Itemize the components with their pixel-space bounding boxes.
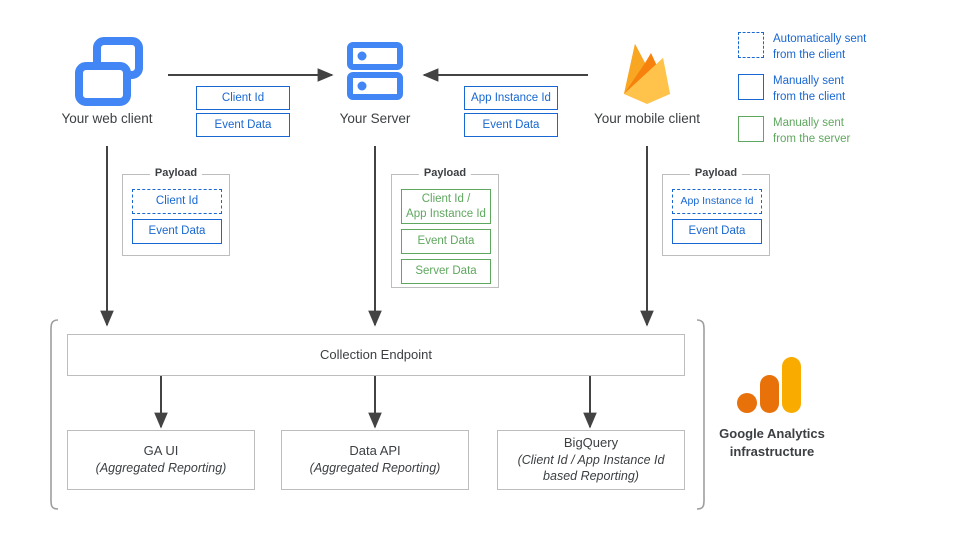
payload-title-web: Payload (149, 167, 203, 179)
payload-item-event-data-mobile: Event Data (672, 219, 762, 244)
payload-item-server-data: Server Data (401, 259, 491, 284)
collection-endpoint-box[interactable]: Collection Endpoint (67, 334, 685, 376)
bigquery-title: BigQuery (563, 435, 619, 451)
legend-item-manual-server: Manually sent from the server (738, 116, 938, 147)
mobile-client-label: Your mobile client (593, 111, 701, 126)
payload-item-event-data-web: Event Data (132, 219, 222, 244)
payload-item-client-or-app-id: Client Id / App Instance Id (401, 189, 491, 224)
payload-title-server: Payload (418, 167, 472, 179)
legend-swatch-dashed-blue (738, 32, 764, 58)
infrastructure-caption-line2: infrastructure (729, 443, 815, 459)
infrastructure-caption-line1: Google Analytics (719, 426, 825, 441)
firebase-icon (613, 36, 681, 108)
chip-event-data-web: Event Data (196, 113, 290, 137)
chip-app-instance-id: App Instance Id (464, 86, 558, 110)
legend-line1-manual-client: Manually sent (773, 75, 844, 88)
legend-text-automatic-client: Automatically sent from the client (773, 32, 866, 63)
output-box-data-api[interactable]: Data API (Aggregated Reporting) (281, 430, 469, 490)
ga-ui-title: GA UI (143, 443, 179, 459)
legend-line2-manual-client: from the client (773, 90, 846, 103)
infrastructure-caption: Google Analytics infrastructure (692, 425, 852, 460)
output-box-ga-ui[interactable]: GA UI (Aggregated Reporting) (67, 430, 255, 490)
data-api-title: Data API (349, 443, 401, 459)
legend-line1-automatic: Automatically sent (773, 33, 867, 45)
collection-endpoint-label: Collection Endpoint (319, 346, 433, 362)
web-client-icon (72, 36, 144, 108)
infrastructure-bracket-right (696, 319, 705, 510)
legend-text-manual-server: Manually sent from the server (773, 116, 850, 147)
output-box-bigquery[interactable]: BigQuery (Client Id / App Instance Id ba… (497, 430, 685, 490)
legend-line2-manual-server: from the server (773, 132, 851, 145)
google-analytics-icon (737, 355, 805, 417)
payload-item-app-instance-id: App Instance Id (672, 189, 762, 214)
ga-ui-subtitle: (Aggregated Reporting) (95, 461, 227, 476)
payload-title-mobile: Payload (689, 167, 743, 179)
bigquery-subtitle: (Client Id / App Instance Id based Repor… (517, 453, 665, 484)
legend: Automatically sent from the client Manua… (738, 32, 938, 147)
infrastructure-bracket-left (50, 319, 59, 510)
mobile-client-payload: Payload App Instance Id Event Data (662, 167, 770, 256)
chip-event-data-mobile: Event Data (464, 113, 558, 137)
server-label: Your Server (339, 111, 411, 126)
server-payload: Payload Client Id / App Instance Id Even… (391, 167, 499, 288)
server-icon (347, 42, 403, 102)
legend-item-automatic-client: Automatically sent from the client (738, 32, 938, 63)
legend-line2-automatic: from the client (773, 48, 846, 61)
web-client-label: Your web client (61, 111, 153, 126)
payload-item-client-id: Client Id (132, 189, 222, 214)
legend-text-manual-client: Manually sent from the client (773, 74, 845, 105)
legend-item-manual-client: Manually sent from the client (738, 74, 938, 105)
legend-swatch-solid-green (738, 116, 764, 143)
web-client-payload: Payload Client Id Event Data (122, 167, 230, 256)
legend-swatch-solid-blue (738, 74, 764, 101)
chip-client-id: Client Id (196, 86, 290, 110)
legend-line1-manual-server: Manually sent (773, 117, 844, 130)
data-api-subtitle: (Aggregated Reporting) (309, 461, 441, 476)
payload-item-event-data-server: Event Data (401, 229, 491, 254)
